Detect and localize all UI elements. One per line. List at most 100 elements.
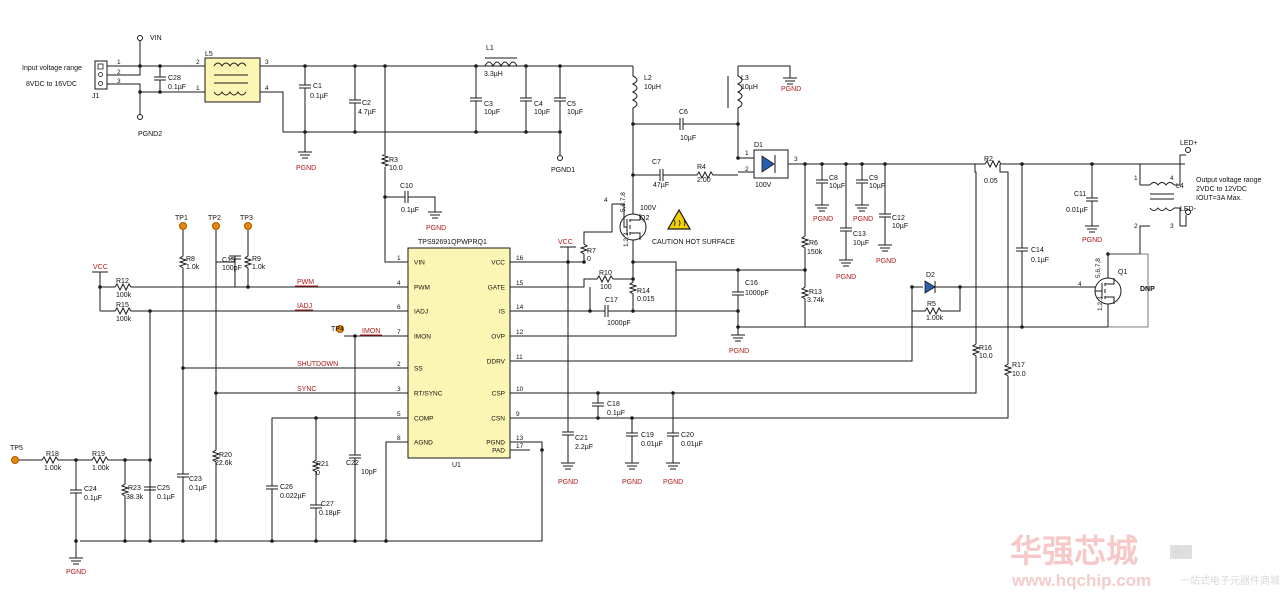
ic-pin-name: GATE — [488, 285, 506, 292]
tp4-label: TP4 — [331, 326, 344, 333]
capacitor-c9 — [856, 164, 868, 205]
ic-pin-number: 7 — [397, 329, 401, 336]
resistor-r12 — [100, 282, 408, 292]
c16-value: 1000pF — [745, 290, 769, 297]
q1-pins-drain: 5,6,7,8 — [1095, 258, 1102, 278]
led-leads — [1180, 154, 1187, 227]
c14-value: 0.1µF — [1031, 257, 1049, 264]
r15-ref: R15 — [116, 302, 129, 309]
ic-pin-name: CSP — [492, 391, 505, 398]
testpoint-tp2[interactable] — [212, 222, 220, 230]
r5-ref: R5 — [927, 301, 936, 308]
l4-pin3: 3 — [1170, 223, 1174, 230]
c28-ref: C28 — [168, 75, 181, 82]
inductor-l2 — [631, 66, 638, 124]
tp5-label: TP5 — [10, 445, 23, 452]
c25-value: 0.1µF — [157, 494, 175, 501]
testpoint-tp1[interactable] — [179, 222, 187, 230]
r20-value: 22.6k — [215, 460, 233, 467]
pgnd1-terminal — [557, 155, 563, 161]
j1-pin2-num: 2 — [117, 69, 121, 76]
ic-pin-number: 4 — [397, 280, 401, 287]
c4-ref: C4 — [534, 101, 543, 108]
output-range-value: 2VDC to 12VDC — [1196, 186, 1247, 193]
iadj-net-label: IADJ — [297, 303, 312, 310]
ic-pin-number: 3 — [397, 386, 401, 393]
pwm-net-label: PWM — [297, 279, 314, 286]
led-minus-terminal — [1185, 209, 1191, 215]
r4-ref: R4 — [697, 164, 706, 171]
r12-value: 100k — [116, 292, 132, 299]
r18-ref: R18 — [46, 451, 59, 458]
q1-pins-source: 1,2,3 — [1097, 296, 1104, 311]
ic-pin-name: OVP — [491, 334, 505, 341]
r3-value: 10.0 — [389, 165, 403, 172]
c2-value: 4.7µF — [358, 109, 376, 116]
c21-ref: C21 — [575, 435, 588, 442]
q2-pins-drain: 5,6,7,8 — [620, 192, 627, 212]
vin-label: VIN — [150, 35, 162, 42]
q1-dnp-label: DNP — [1140, 286, 1155, 293]
tp2-label: TP2 — [208, 215, 221, 222]
resistors-r6-r13 — [738, 164, 810, 328]
c1-value: 0.1µF — [310, 93, 328, 100]
led-plus-label: LED+ — [1180, 140, 1198, 147]
r16-value: 10.0 — [979, 353, 993, 360]
pgnd-label-10: PGND — [558, 479, 578, 486]
pgnd-label-8: PGND — [876, 258, 896, 265]
connector-pin1 — [97, 63, 104, 70]
c15-ref: C15 — [222, 257, 235, 264]
r16-ref: R16 — [979, 345, 992, 352]
ic-pin-name: DDRV — [487, 359, 506, 366]
ground-symbol — [783, 77, 797, 85]
c24-ref: C24 — [84, 486, 97, 493]
capacitor-c6 — [633, 118, 738, 130]
ic-pin-number: 2 — [397, 361, 401, 368]
r10-value: 100 — [600, 284, 612, 291]
c21-value: 2.2µF — [575, 444, 593, 451]
r23-value: 38.3k — [126, 494, 144, 501]
ic-pin-number: 5 — [397, 411, 401, 418]
r12-ref: R12 — [116, 278, 129, 285]
capacitor-c28 — [154, 66, 166, 92]
c17-ref: C17 — [605, 297, 618, 304]
resistor-r9 — [243, 230, 253, 287]
c7-ref: C7 — [652, 159, 661, 166]
testpoint-tp3[interactable] — [244, 222, 252, 230]
ground-symbol — [815, 204, 829, 212]
watermark-badge: 旗下 — [1172, 546, 1192, 559]
current-sense: VCC R7 0 R10 100 R14 0.015 C17 1000pF C1… — [510, 162, 825, 355]
testpoint-tp4[interactable] — [336, 325, 344, 333]
c1-ref: C1 — [313, 83, 322, 90]
pgnd-label-6: PGND — [836, 274, 856, 281]
ic-pin-name: VCC — [491, 260, 505, 267]
r9-value: 1.0k — [252, 264, 266, 271]
imon-net-label: IMON — [362, 328, 380, 335]
ovp-sense-wire — [633, 261, 805, 271]
r2-ref: R2 — [984, 156, 993, 163]
c23-ref: C23 — [189, 476, 202, 483]
l5-pin2: 2 — [196, 59, 200, 66]
output-current: IOUT=3A Max. — [1196, 195, 1242, 202]
testpoint-tp5[interactable] — [11, 456, 19, 464]
vin-terminal — [137, 35, 143, 41]
pgnd-label-5: PGND — [813, 216, 833, 223]
capacitor-c23 — [177, 473, 189, 541]
c27-value: 0.18µF — [319, 510, 341, 517]
ground-symbol — [561, 462, 575, 470]
output-rail — [805, 159, 1185, 169]
ground-symbol — [731, 334, 745, 342]
c18-ref: C18 — [607, 401, 620, 408]
r5-value: 1.00k — [926, 315, 944, 322]
q1-pin-gate: 4 — [1078, 281, 1082, 288]
d2-cathode — [934, 281, 960, 293]
pgnd-label-9: PGND — [1082, 237, 1102, 244]
diode-d1-leads — [738, 155, 805, 173]
r23-ref: R23 — [128, 485, 141, 492]
c22-value: 10pF — [361, 469, 377, 476]
j1-label: J1 — [92, 93, 100, 100]
l3-ref: L3 — [741, 75, 749, 82]
c24-value: 0.1µF — [84, 495, 102, 502]
r21-value: 0 — [316, 470, 320, 477]
